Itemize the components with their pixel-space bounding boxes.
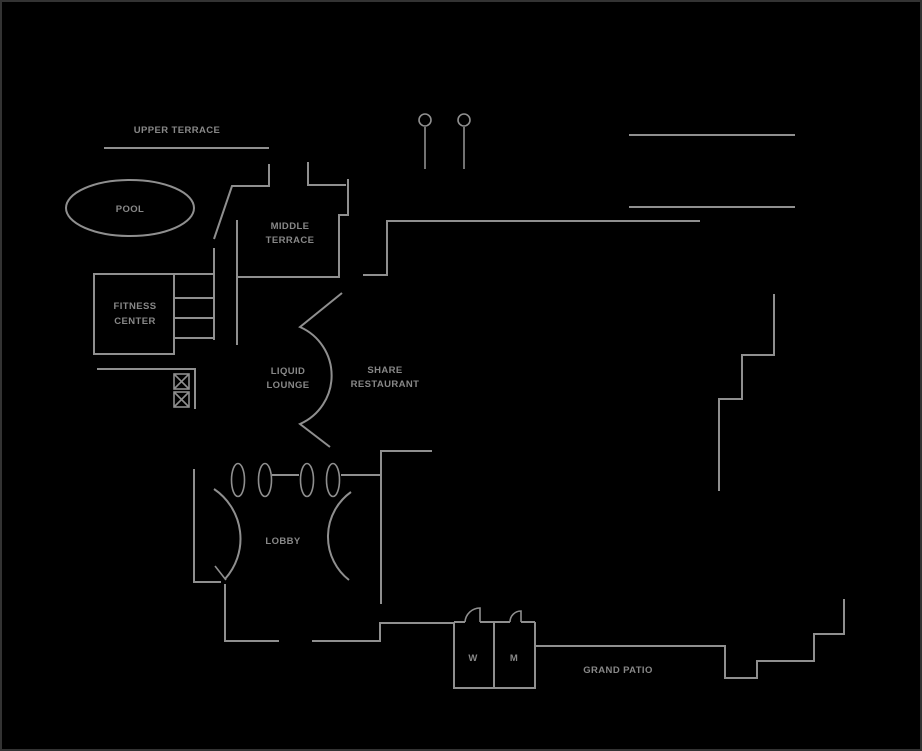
label-grand-patio: GRAND PATIO	[583, 665, 653, 676]
label-middle-terrace-1: MIDDLE	[271, 221, 310, 232]
column-icon	[325, 462, 341, 498]
pool-shape	[65, 179, 195, 237]
lobby-right-wall	[380, 450, 432, 604]
elevator-icon	[173, 373, 190, 408]
lobby-south-wall-west	[224, 584, 279, 642]
label-share-1: SHARE	[367, 365, 402, 376]
fixtures	[65, 113, 471, 498]
middle-terrace-right-wall	[237, 179, 349, 278]
column-icon	[230, 462, 246, 498]
label-liquid-1: LIQUID	[271, 366, 306, 377]
grand-patio-edge	[535, 599, 845, 679]
pole-light-icon	[457, 113, 471, 169]
label-pool: POOL	[116, 204, 145, 215]
lobby-left-arc	[213, 488, 242, 580]
restroom-door-m	[509, 610, 522, 623]
pool-deck-wall	[213, 164, 270, 240]
labels: UPPER TERRACE POOL MIDDLE TERRACE FITNES…	[114, 125, 653, 676]
fitness-center-room	[93, 273, 175, 355]
column-icon	[257, 462, 273, 498]
label-restroom-m: M	[510, 653, 518, 664]
label-fitness-2: CENTER	[114, 316, 155, 327]
fitness-stairs	[174, 273, 214, 339]
restroom-door-w	[464, 607, 481, 623]
lobby-left-wall	[193, 469, 221, 583]
lobby-door-swing	[214, 565, 227, 581]
label-upper-terrace: UPPER TERRACE	[134, 125, 221, 136]
label-share-2: RESTAURANT	[351, 379, 420, 390]
label-lobby: LOBBY	[265, 536, 301, 547]
label-middle-terrace-2: TERRACE	[266, 235, 315, 246]
lobby-columns	[230, 462, 341, 498]
pole-light-icon	[418, 113, 432, 169]
middle-terrace-top-wall	[307, 162, 346, 186]
label-fitness-1: FITNESS	[114, 301, 157, 312]
column-icon	[299, 462, 315, 498]
liquid-lounge-curve	[298, 292, 343, 448]
lobby-right-arc	[327, 491, 352, 581]
label-restroom-w: W	[468, 653, 477, 664]
label-liquid-2: LOUNGE	[266, 380, 309, 391]
east-steps	[718, 294, 775, 491]
lobby-south-wall-east	[312, 622, 454, 642]
walls	[93, 134, 845, 689]
restaurant-north-wall	[363, 220, 700, 276]
service-wall	[97, 368, 196, 409]
